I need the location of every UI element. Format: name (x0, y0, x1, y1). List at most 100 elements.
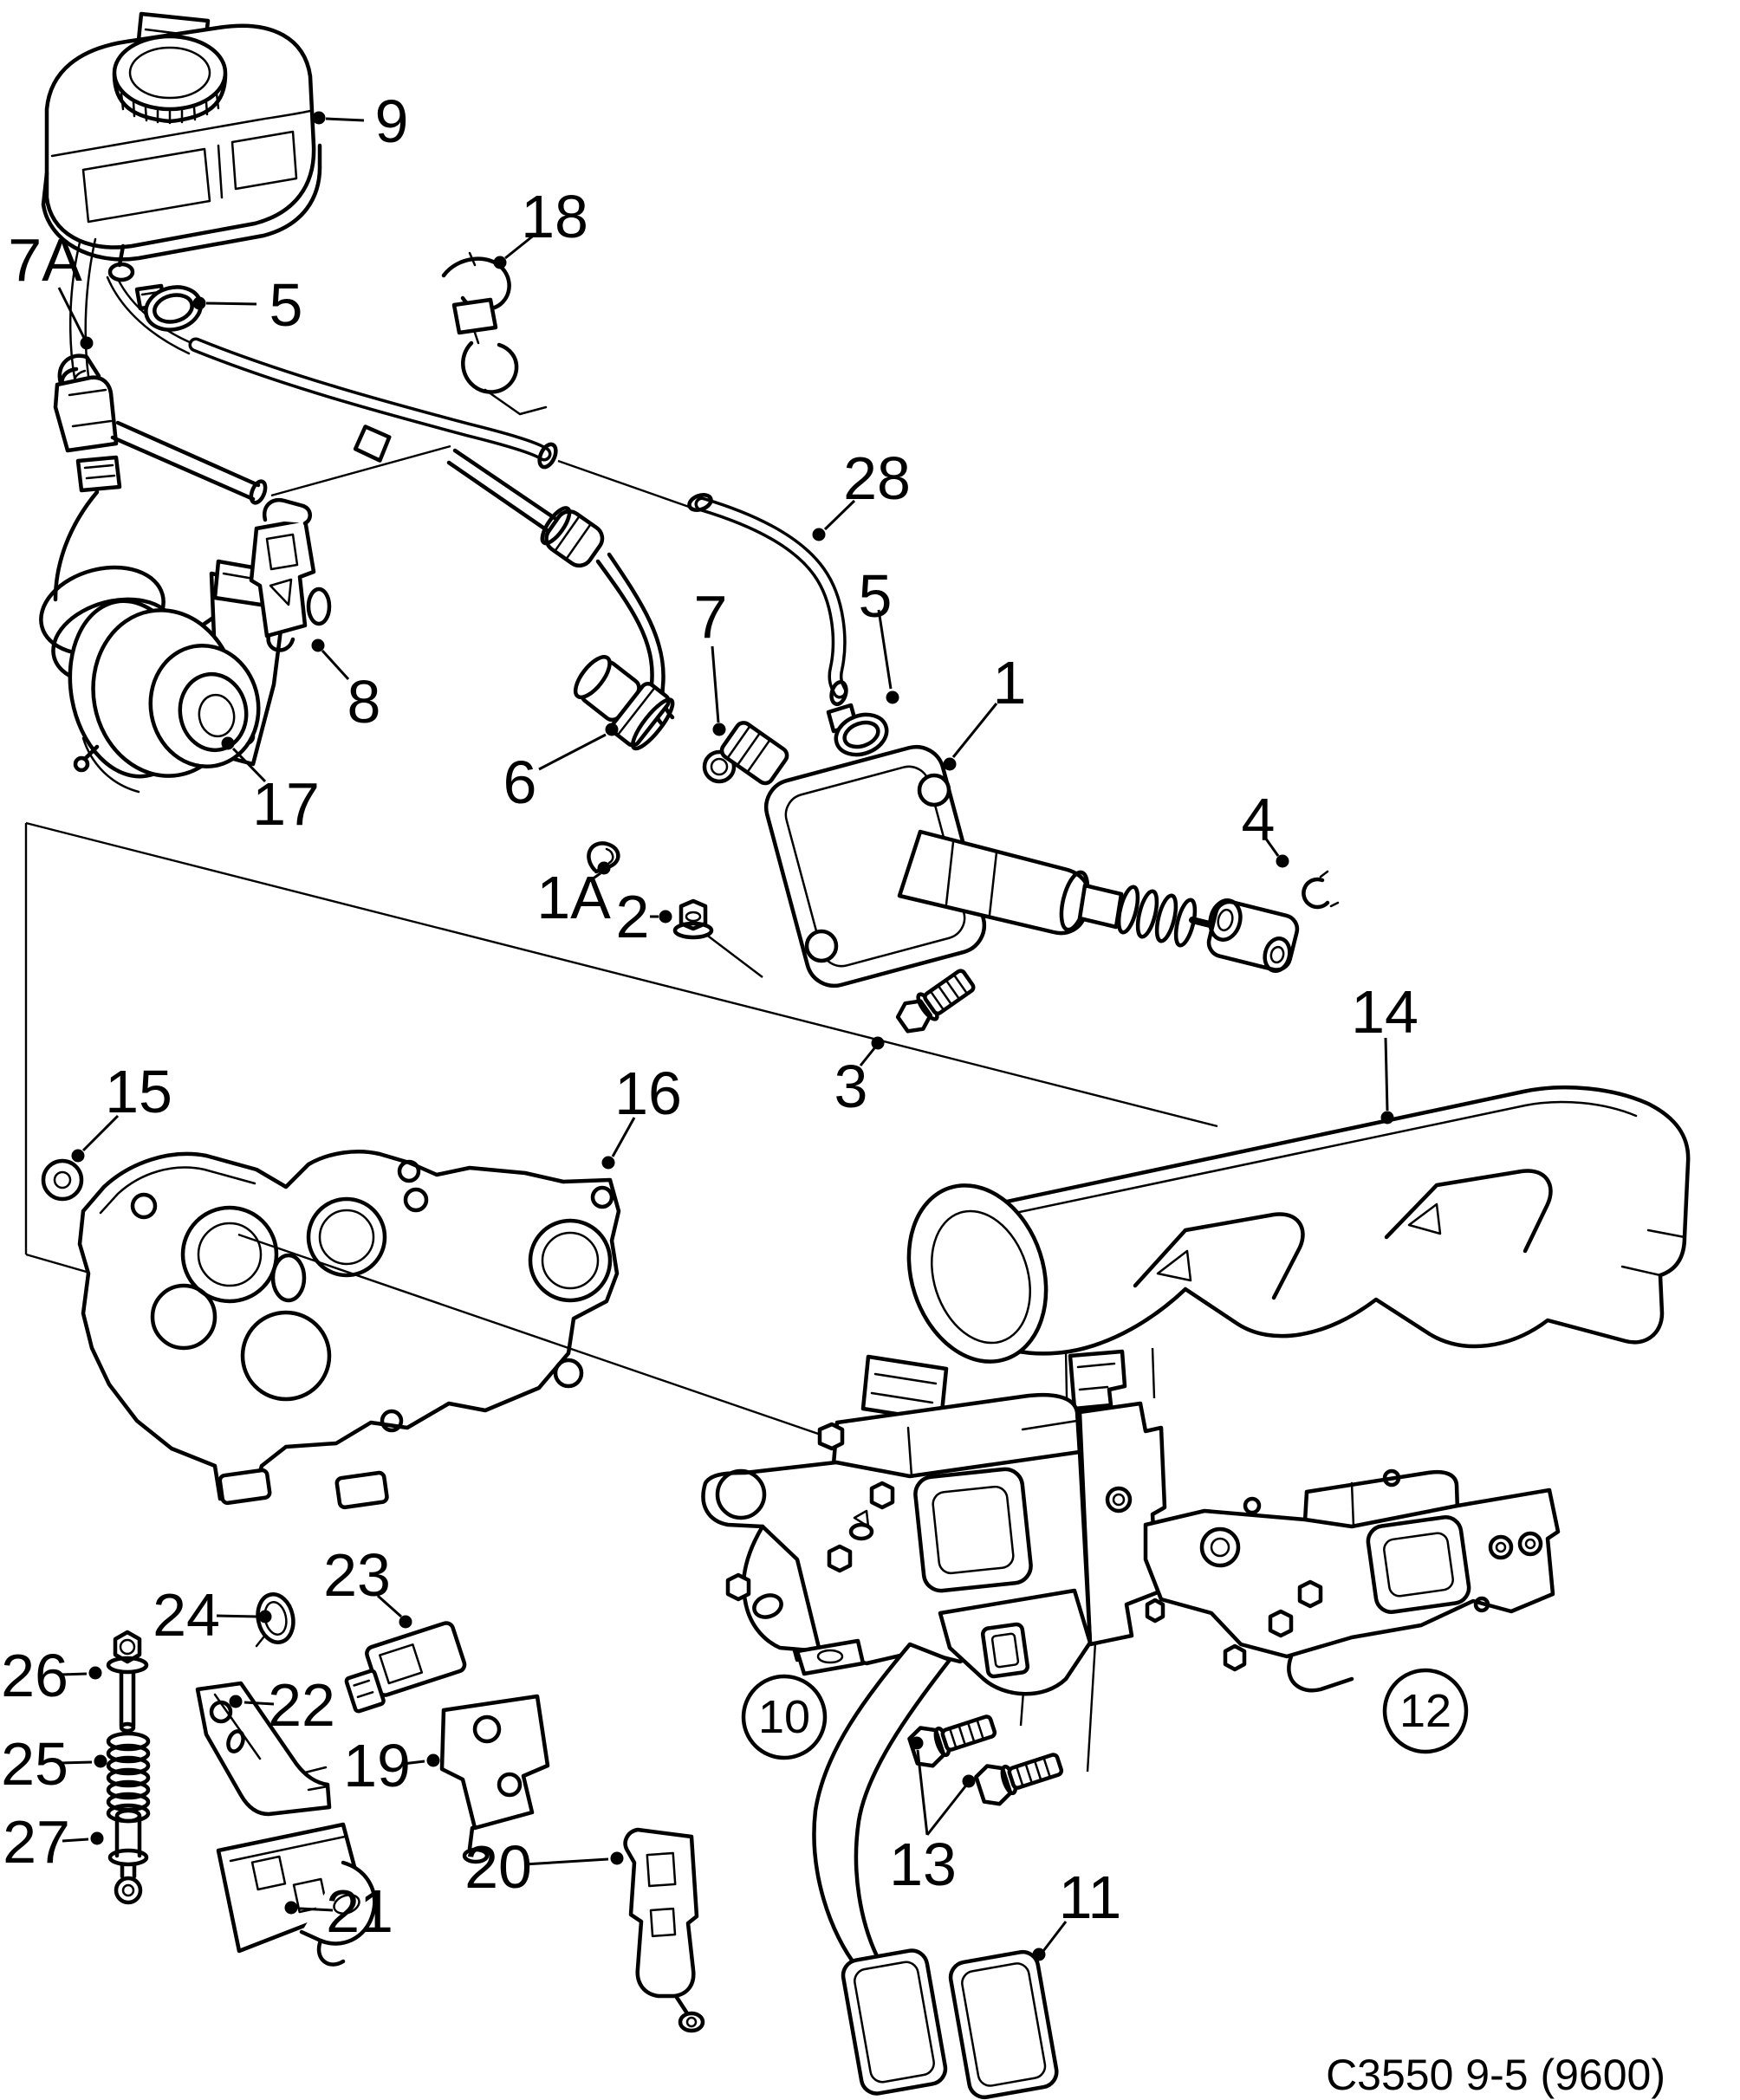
bracket-22 (195, 1681, 332, 1817)
flange-nut-2 (672, 898, 714, 940)
leader-dot-23 (399, 1615, 412, 1629)
reservoir-outlet (117, 243, 126, 268)
callout-circle-12 (1382, 1668, 1469, 1754)
part-number-7: 7 (694, 583, 728, 651)
supply-elbow-fitting (53, 353, 392, 505)
bolt-26 (106, 1630, 149, 1734)
leader-dot-5a (192, 296, 206, 310)
callout-5a: 5 (192, 271, 303, 339)
part-number-1A: 1A (536, 864, 611, 931)
part-number-18: 18 (521, 183, 588, 250)
callout-24: 24 (153, 1581, 272, 1649)
leader-line-1 (951, 703, 998, 758)
master-cylinder-boot (1116, 885, 1198, 948)
callout-19: 19 (343, 1732, 440, 1799)
leader-dot-1 (943, 757, 957, 771)
part-number-5a: 5 (269, 271, 303, 339)
callout-4: 4 (1242, 786, 1289, 868)
part-number-5b: 5 (859, 562, 893, 630)
master-cylinder-inlet (719, 721, 789, 786)
leader-dot-1A (597, 861, 611, 875)
part-number-2: 2 (616, 883, 650, 950)
callout-20: 20 (464, 1833, 624, 1901)
callout-25: 25 (1, 1730, 107, 1798)
bolts-13 (907, 1714, 1064, 1806)
leader-line-11 (1042, 1921, 1068, 1952)
leader-line-8 (321, 649, 350, 681)
leader-line-20 (523, 1857, 609, 1866)
bracket-20 (623, 1827, 705, 2033)
leader-line-16 (611, 1117, 636, 1157)
callout-7: 7 (694, 583, 728, 736)
clutch-pipe-6 (446, 448, 675, 751)
leader-line-18 (504, 232, 536, 260)
fluid-reservoir (41, 11, 322, 379)
bolt-3 (895, 969, 976, 1034)
leader-dot-8 (311, 638, 325, 652)
leader-dot-26 (88, 1666, 102, 1680)
leader-line-7A (57, 287, 86, 339)
leader-line-4 (1262, 834, 1280, 857)
part-number-14: 14 (1351, 978, 1419, 1046)
callout-10: 10 (741, 1674, 828, 1760)
part-number-16: 16 (614, 1060, 682, 1127)
retainer-clip-8 (249, 497, 332, 652)
master-cylinder-clevis (1206, 898, 1300, 973)
leader-line-6 (538, 733, 607, 771)
callout-15: 15 (71, 1058, 172, 1163)
callout-1: 1 (943, 649, 1026, 771)
part-number-25: 25 (1, 1730, 68, 1798)
callout-1A: 1A (536, 861, 611, 931)
callout-7A: 7A (8, 226, 94, 350)
hose-28 (687, 493, 848, 706)
callout-12: 12 (1382, 1668, 1469, 1754)
slave-cylinder (68, 559, 289, 794)
part-number-17: 17 (252, 770, 320, 838)
part-number-9: 9 (375, 88, 409, 155)
leader-line-19 (402, 1760, 425, 1766)
callout-5b: 5 (859, 562, 899, 704)
leader-line-21 (299, 1907, 334, 1912)
leader-dot-15 (71, 1149, 85, 1163)
grommet-15 (41, 1158, 84, 1202)
callout-28: 28 (812, 444, 911, 541)
part-number-19: 19 (343, 1732, 411, 1799)
clutch-pedal (812, 1642, 952, 2096)
leader-line-5a (205, 301, 257, 306)
part-number-7A: 7A (8, 226, 82, 294)
leader-line-5b (877, 609, 893, 690)
part-number-27: 27 (3, 1808, 70, 1876)
leader-line-17 (231, 747, 267, 783)
bracket-19 (439, 1694, 550, 1864)
leader-dot-27 (90, 1831, 104, 1845)
leader-line-25 (60, 1760, 93, 1765)
part-number-13: 13 (889, 1831, 957, 1898)
leader-line-7 (711, 645, 720, 723)
leader-dot-9 (312, 111, 326, 125)
leader-dot-21 (284, 1901, 298, 1915)
reservoir-cap (112, 34, 228, 125)
hose-clamp-5a (134, 283, 203, 332)
part-number-28: 28 (843, 444, 911, 512)
part-number-8: 8 (347, 668, 381, 736)
pedal-bracket-assembly (701, 1392, 1167, 1696)
callout-21: 21 (284, 1877, 393, 1945)
part-number-3: 3 (834, 1053, 868, 1120)
leader-dot-16 (601, 1156, 615, 1170)
pedal-switch-23 (344, 1621, 467, 1714)
part-number-20: 20 (464, 1833, 532, 1901)
insulation-panel (77, 1150, 621, 1510)
brake-pedal-pad (948, 1949, 1059, 2100)
part-number-12: 12 (1399, 1685, 1451, 1737)
leader-line-22 (243, 1701, 275, 1706)
part-number-6: 6 (503, 749, 537, 816)
part-number-15: 15 (105, 1058, 172, 1125)
part-number-21: 21 (326, 1877, 393, 1945)
leader-dot-24 (258, 1610, 272, 1624)
callout-14: 14 (1351, 978, 1419, 1125)
callout-27: 27 (3, 1808, 104, 1876)
callout-8: 8 (311, 638, 381, 736)
leader-dot-3 (871, 1036, 885, 1050)
part-number-10: 10 (758, 1691, 810, 1743)
